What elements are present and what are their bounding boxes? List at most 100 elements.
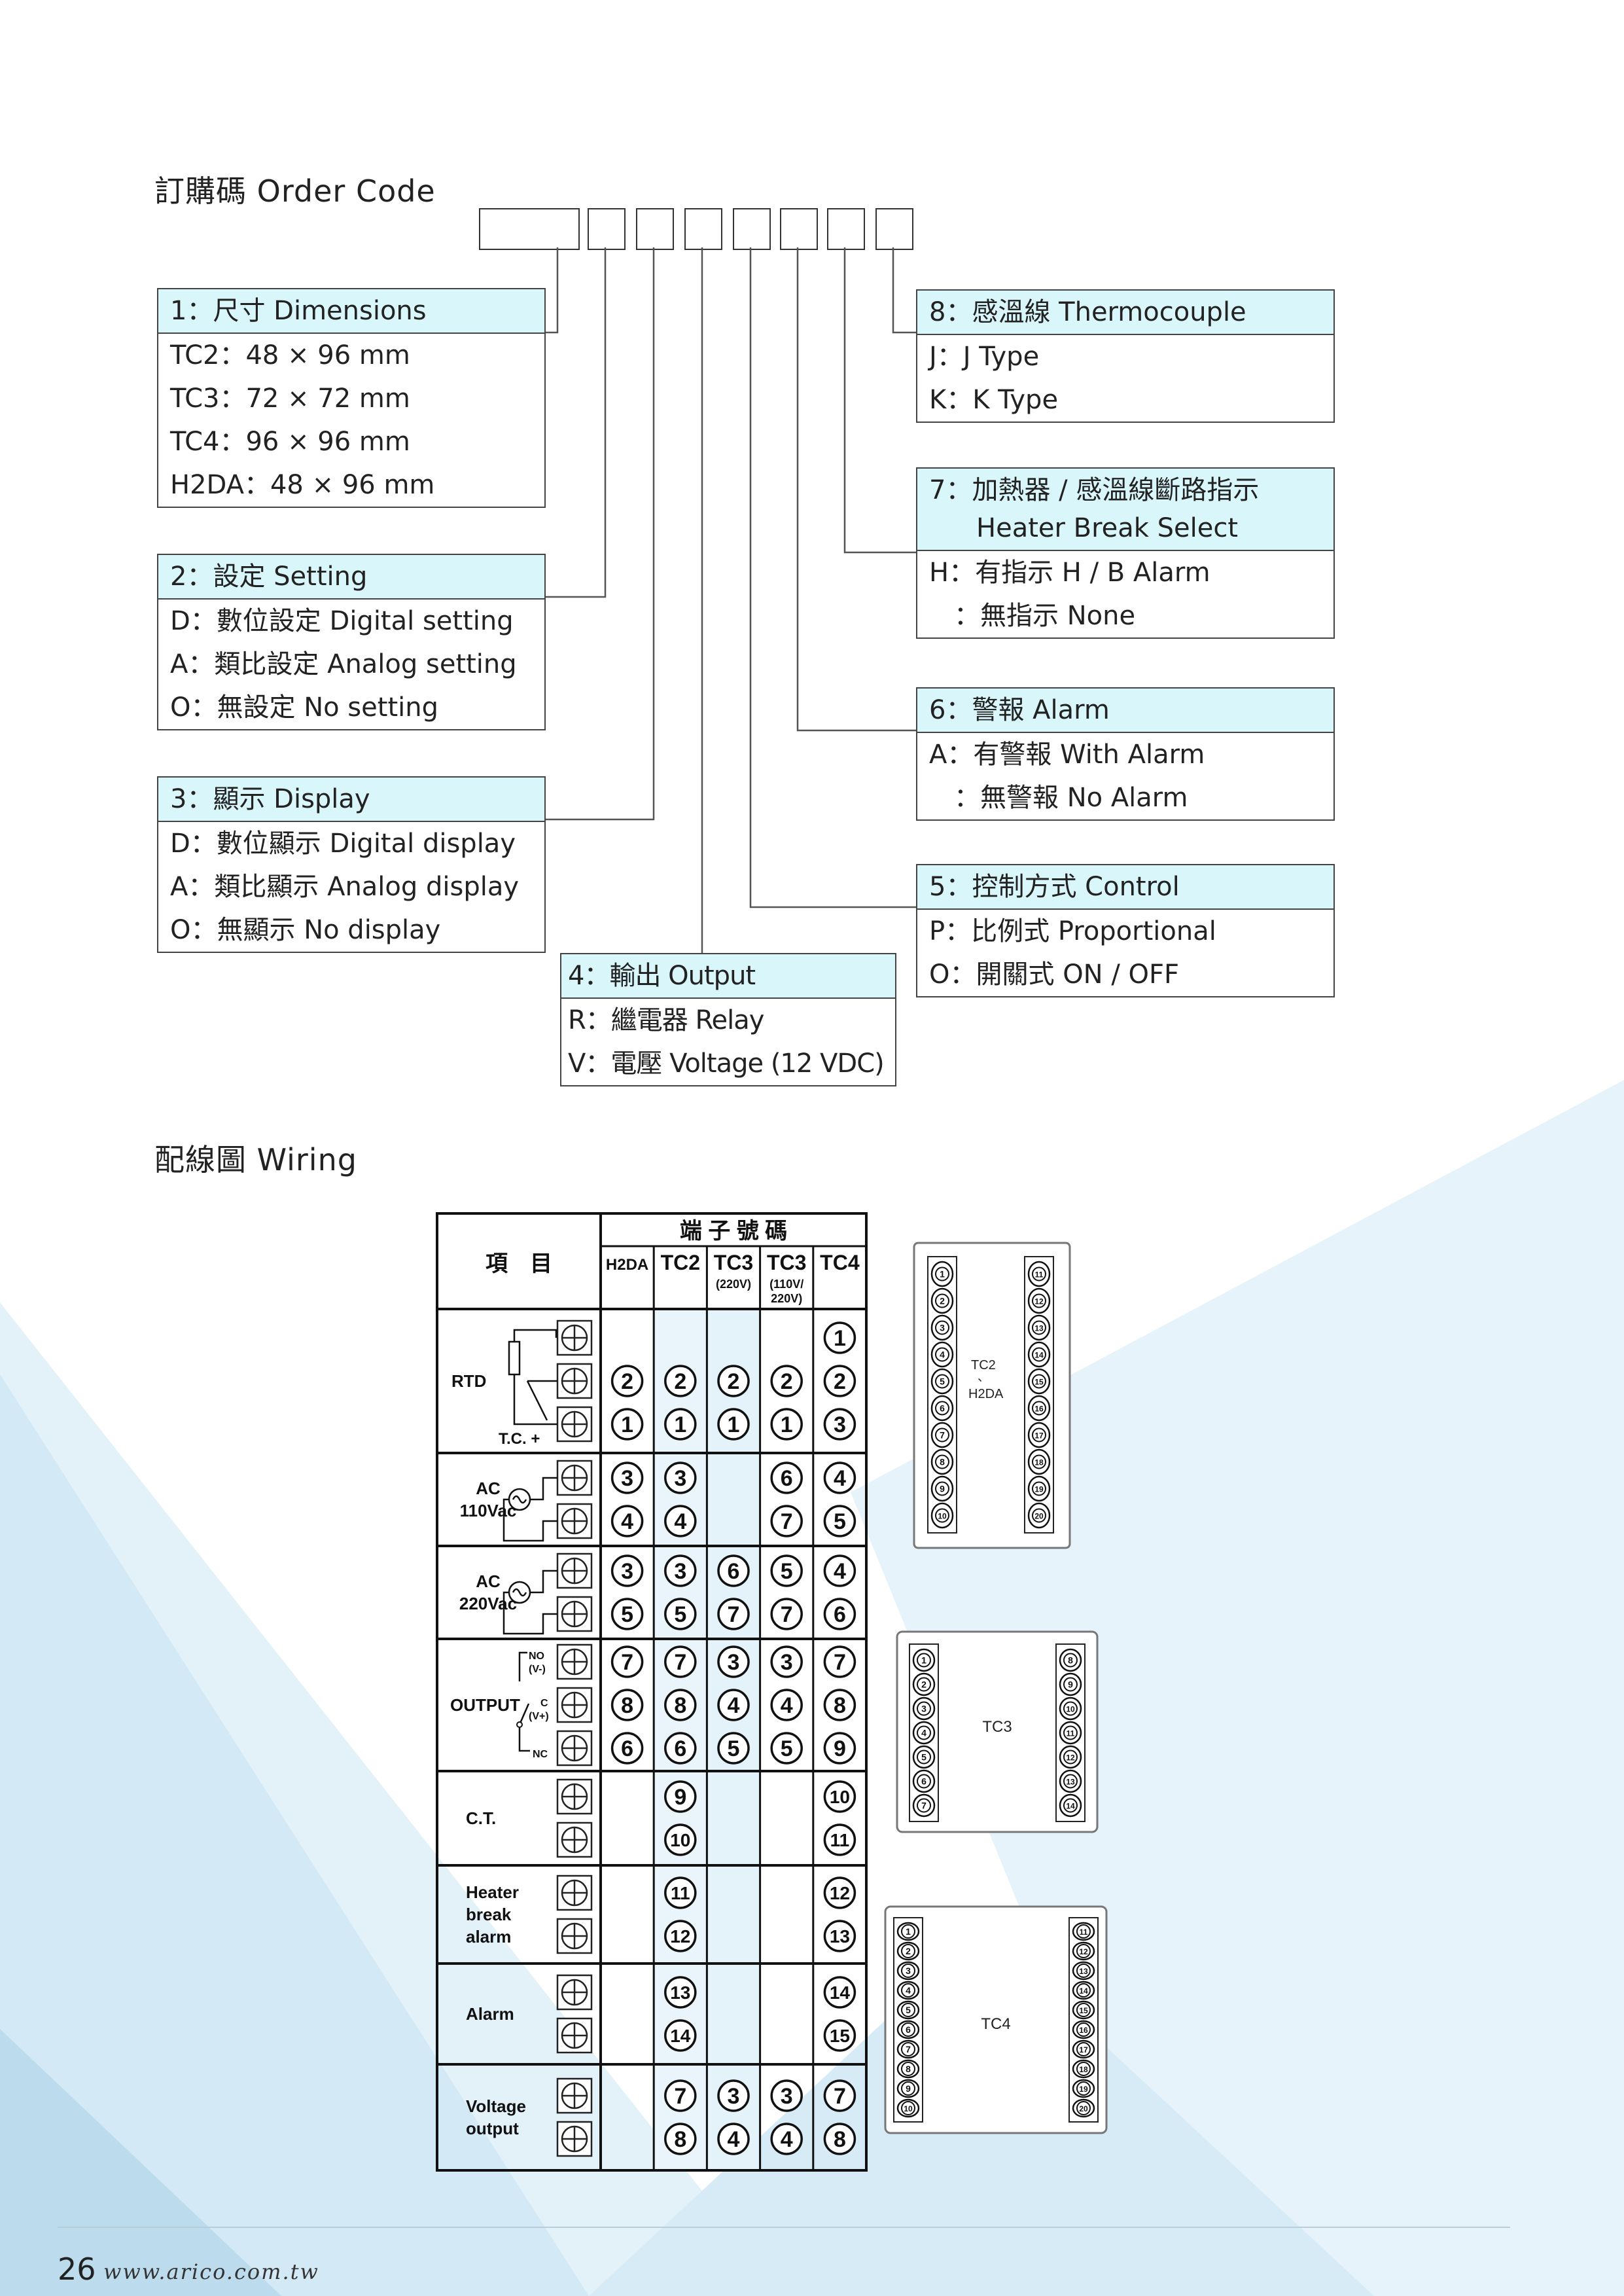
terminal-pin: 14	[1027, 1341, 1051, 1368]
terminal-number: 3	[664, 1554, 697, 1587]
terminal-pin: 19	[1027, 1475, 1051, 1502]
svg-text:13: 13	[670, 1982, 690, 2003]
svg-text:6: 6	[906, 2024, 911, 2035]
svg-text:10: 10	[904, 2104, 913, 2113]
terminal-pin: 18	[1027, 1448, 1051, 1475]
svg-text:12: 12	[1066, 1753, 1075, 1763]
svg-text:3: 3	[621, 1466, 633, 1491]
svg-text:5: 5	[674, 1602, 686, 1627]
row-label: Alarm	[466, 2004, 514, 2024]
terminal-number: 10	[823, 1780, 856, 1813]
svg-text:3: 3	[781, 2084, 793, 2109]
svg-text:3: 3	[921, 1704, 927, 1714]
terminal-pin: 9	[1059, 1672, 1082, 1696]
display-option: D：數位顯示 Digital display	[170, 829, 516, 859]
svg-text:7: 7	[781, 1602, 793, 1627]
row-label: break	[466, 1905, 512, 1924]
terminal-number: 6	[664, 1732, 697, 1765]
terminal-pin: 10	[930, 1502, 954, 1529]
output-option: V：電壓 Voltage (12 VDC)	[568, 1049, 885, 1079]
footer-divider	[58, 2227, 1510, 2228]
output-c-label: (V+)	[529, 1711, 549, 1722]
row-label: OUTPUT	[450, 1695, 520, 1715]
svg-text:4: 4	[781, 1693, 793, 1718]
setting-option: D：數位設定 Digital setting	[170, 606, 514, 636]
svg-text:16: 16	[1079, 2026, 1088, 2035]
terminal-pin: 13	[1059, 1769, 1082, 1793]
terminal-pin: 4	[930, 1341, 954, 1368]
svg-text:3: 3	[940, 1323, 945, 1333]
code-box-6	[780, 208, 818, 250]
terminal-number: 3	[823, 1408, 856, 1441]
terminal-pin: 11	[1072, 1922, 1095, 1941]
terminal-pin: 15	[1027, 1368, 1051, 1395]
svg-text:7: 7	[940, 1430, 945, 1441]
svg-text:16: 16	[1034, 1405, 1044, 1414]
display-option: O：無顯示 No display	[170, 915, 441, 945]
svg-text:11: 11	[671, 1883, 690, 1903]
terminal-pin: 5	[896, 2000, 920, 2020]
dimensions-header: 1：尺寸 Dimensions	[158, 289, 544, 334]
svg-text:11: 11	[1080, 1928, 1088, 1937]
terminal-number: 3	[770, 2079, 803, 2112]
panel-label: H2DA	[968, 1387, 1004, 1401]
screw-terminal-icon	[556, 1596, 593, 1632]
svg-text:14: 14	[1034, 1351, 1044, 1360]
output-option: R：繼電器 Relay	[568, 1005, 764, 1035]
svg-text:4: 4	[674, 1509, 686, 1534]
svg-text:14: 14	[670, 2026, 691, 2046]
terminal-number: 3	[717, 2079, 750, 2112]
svg-text:7: 7	[781, 1509, 793, 1534]
svg-text:3: 3	[906, 1965, 911, 1976]
terminal-pin: 17	[1072, 2039, 1095, 2059]
terminal-number: 15	[823, 2019, 856, 2052]
svg-text:19: 19	[1034, 1485, 1044, 1494]
svg-text:10: 10	[670, 1830, 690, 1850]
item-header: 項 目	[485, 1251, 552, 1276]
terminal-pin: 3	[896, 1961, 920, 1981]
terminal-number: 4	[770, 1689, 803, 1721]
screw-terminal-icon	[556, 2121, 593, 2157]
terminal-number: 11	[664, 1876, 697, 1909]
terminal-pin: 6	[930, 1395, 954, 1422]
terminal-pin: 1	[930, 1261, 954, 1287]
alarm-option: ：無警報 No Alarm	[954, 783, 1188, 813]
terminal-number: 6	[823, 1598, 856, 1630]
terminal-pin: 10	[896, 2098, 920, 2118]
svg-text:15: 15	[1034, 1378, 1044, 1387]
svg-text:2: 2	[621, 1369, 633, 1394]
terminal-pin: 18	[1072, 2059, 1095, 2079]
svg-text:5: 5	[906, 2005, 911, 2015]
thermocouple-option: K：K Type	[929, 385, 1059, 415]
terminal-number: 1	[664, 1408, 697, 1441]
code-box-5	[733, 208, 771, 250]
terminal-number: 6	[610, 1732, 644, 1765]
svg-text:13: 13	[1066, 1778, 1075, 1787]
svg-text:17: 17	[1034, 1431, 1044, 1441]
terminal-number: 1	[770, 1408, 803, 1441]
terminal-number: 2	[717, 1365, 750, 1397]
terminal-pin: 3	[912, 1696, 936, 1721]
terminal-number: 8	[823, 2123, 856, 2155]
code-box-4	[684, 208, 722, 250]
output-nc-label: NC	[533, 1749, 548, 1760]
svg-text:2: 2	[728, 1369, 740, 1394]
terminal-number: 4	[823, 1554, 856, 1587]
column-subheader: (220V)	[716, 1278, 751, 1291]
svg-text:5: 5	[621, 1602, 633, 1627]
terminal-pin: 1	[896, 1922, 920, 1941]
code-box-2	[588, 208, 626, 250]
dimensions-option: TC4：96 × 96 mm	[170, 427, 410, 457]
dimensions-option: TC3：72 × 72 mm	[170, 384, 410, 414]
svg-text:13: 13	[1034, 1324, 1044, 1333]
svg-text:13: 13	[830, 1926, 850, 1946]
svg-text:2: 2	[781, 1369, 793, 1394]
svg-text:8: 8	[1068, 1655, 1073, 1666]
svg-text:9: 9	[940, 1484, 945, 1494]
svg-text:9: 9	[1068, 1679, 1073, 1690]
terminal-pin: 4	[896, 1981, 920, 2000]
svg-text:4: 4	[728, 2127, 740, 2152]
heater-break-header-line1: 7：加熱器 / 感溫線斷路指示	[929, 475, 1260, 505]
